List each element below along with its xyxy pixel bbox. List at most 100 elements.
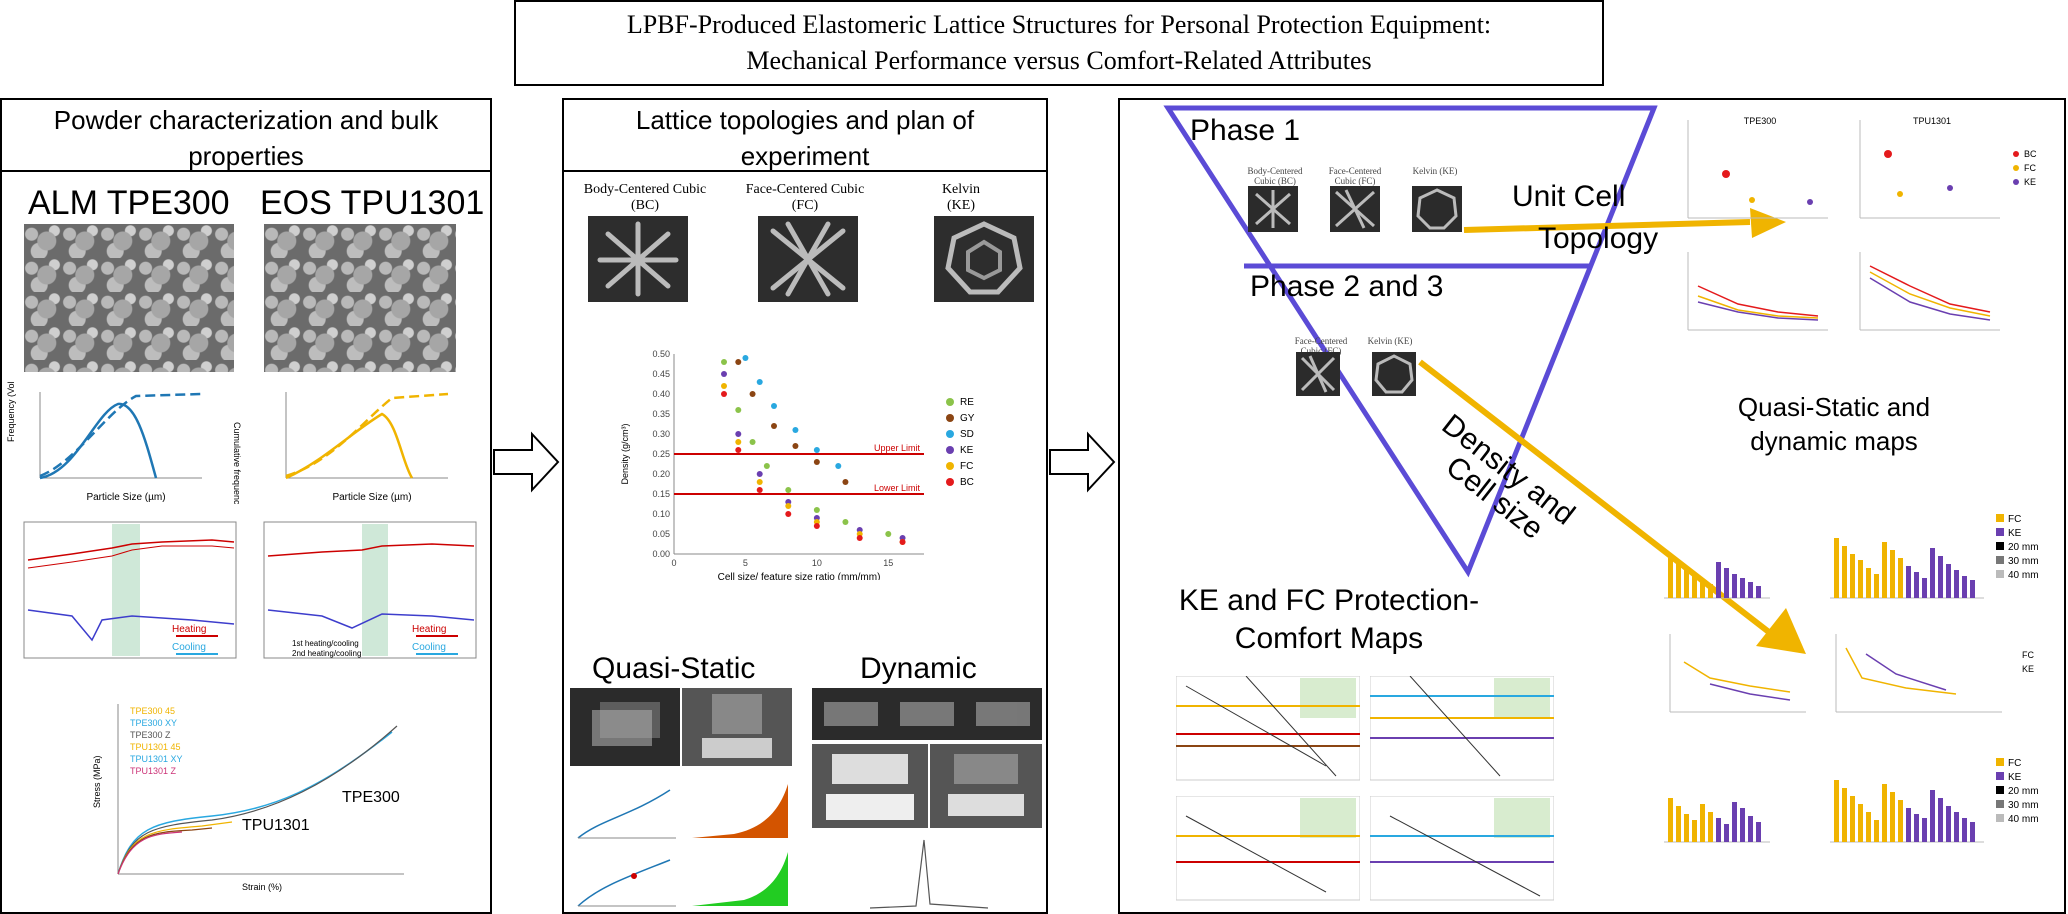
density-point-fc (785, 503, 792, 509)
density-point-gy (749, 391, 756, 397)
bar-legend-swatch (1996, 800, 2004, 808)
density-point-re (885, 531, 892, 537)
bar-mark (1692, 576, 1697, 598)
cell-fc-name: Face-Centered Cubic (745, 182, 865, 197)
bar-legend-label: 20 mm (2008, 786, 2039, 797)
bar-legend-swatch (1996, 528, 2004, 536)
bar-legend-label: 40 mm (2008, 570, 2039, 581)
density-point-re (842, 519, 849, 525)
protection-map-4 (1370, 796, 1554, 901)
bar-legend-label: 20 mm (2008, 542, 2039, 553)
dsc-legend1: 1st heating/cooling (292, 639, 359, 648)
bar-mark (1858, 560, 1863, 598)
bar-mark (1724, 824, 1729, 842)
density-point-sd (813, 447, 820, 453)
maps-title: KE and FC Protection- Comfort Maps (1174, 582, 1484, 658)
maps-title-line2: Comfort Maps (1234, 622, 1424, 655)
bar-mark (1890, 550, 1895, 598)
phase1-cell-fc-label: Face-Centered Cubic (FC) (1328, 166, 1382, 186)
dsc-chart-tpe: Heating Cooling (23, 521, 237, 659)
bar-mark (1882, 784, 1887, 842)
bar-mark (1938, 556, 1943, 598)
bar-legend-swatch (1996, 570, 2004, 578)
bar-mark (1970, 580, 1975, 598)
qs-curve-2 (692, 784, 788, 838)
density-point-sd (792, 427, 799, 433)
density-point-re (813, 507, 820, 513)
bar-mark (1930, 790, 1935, 842)
bar-mark (1700, 804, 1705, 842)
bar-mark (1756, 586, 1761, 598)
cell-fc-abbr: (FC) (791, 198, 819, 213)
panel-lattice-heading-line2: experiment (740, 141, 870, 171)
bar-mark (1954, 812, 1959, 842)
density-legend-marker (946, 478, 954, 486)
cell-label-fc: Face-Centered Cubic (FC) (730, 182, 880, 214)
density-point-gy (792, 443, 799, 449)
bar-mark (1890, 792, 1895, 842)
bar-mark (1874, 820, 1879, 842)
bar-legend-swatch (1996, 758, 2004, 766)
bar-mark (1914, 572, 1919, 598)
bar-legend-label: KE (2008, 772, 2022, 783)
phase1-cell-ke-label: Kelvin (KE) (1412, 166, 1458, 176)
qs-lattice-render (570, 688, 680, 766)
bar-mark (1668, 798, 1673, 842)
density-chart: 0.000.050.100.150.200.250.300.350.400.45… (620, 349, 975, 580)
bar-mark (1874, 574, 1879, 598)
panel-powder-heading: Powder characterization and bulk propert… (2, 100, 490, 172)
density-legend-label: KE (960, 445, 974, 456)
stress-strain-chart: Stress (MPa) Strain (%) TPE300 45 TPE300… (92, 704, 404, 892)
bar-mark (1962, 818, 1967, 842)
dsc-heating-tpe: Heating (172, 624, 206, 635)
density-legend-marker (946, 430, 954, 438)
psd-ylabel-tpe: Frequency (Vol %) (6, 382, 16, 442)
panel-lattice-heading: Lattice topologies and plan of experimen… (564, 100, 1046, 172)
bar-mark (1692, 820, 1697, 842)
qs-maps-title-line2: dynamic maps (1750, 426, 1918, 456)
cell-ke-name: Kelvin (941, 182, 981, 197)
compliance-a-title: TPE300 (1744, 116, 1777, 126)
stress-label-tpu: TPU1301 (242, 817, 310, 834)
compliance-line-b: FC KE (1835, 634, 2034, 713)
density-y-tick: 0.00 (652, 549, 670, 559)
stress-ylabel: Stress (MPa) (92, 755, 102, 808)
legend-fc: FC (2024, 163, 2036, 173)
legend-ke: KE (2024, 177, 2036, 187)
compliance-chart-b: TPU1301 BC FC KE (1859, 116, 2037, 219)
bar-legend-label: 30 mm (2008, 800, 2039, 811)
bar-mark (1724, 568, 1729, 598)
bar-legend-label: KE (2008, 528, 2022, 539)
qs-curve-4 (692, 852, 788, 906)
density-point-gy (813, 459, 820, 465)
psd-chart-tpu: Particle Size (µm) (285, 392, 449, 503)
bc-cell-image (588, 216, 688, 302)
psd-xlabel-tpe: Particle Size (µm) (86, 492, 165, 503)
stress-label-tpe: TPE300 (342, 789, 400, 806)
bar-mark (1858, 804, 1863, 842)
bar-legend-label: FC (2008, 758, 2021, 769)
compliance-chart-a: TPE300 (1687, 116, 1828, 219)
quasi-static-title: Quasi-Static (592, 652, 756, 685)
cell-label-ke: Kelvin (KE) (886, 182, 1036, 214)
qs-test-photo (682, 688, 792, 766)
density-point-sd (835, 463, 842, 469)
panel-powder: Powder characterization and bulk propert… (0, 98, 492, 914)
flow-arrow-1 (493, 431, 560, 493)
bar-mark (1850, 554, 1855, 598)
density-y-tick: 0.20 (652, 469, 670, 479)
density-x-tick: 5 (743, 558, 748, 568)
bar-legend-label: FC (2008, 514, 2021, 525)
bar-legend-swatch (1996, 556, 2004, 564)
fc-cell-image (758, 216, 858, 302)
bar-mark (1740, 578, 1745, 598)
bar-mark (1700, 580, 1705, 598)
material-left-label: ALM TPE300 (28, 184, 230, 222)
panel-results: Phase 1 Phase 2 and 3 Body-Centered Cubi… (1118, 98, 2066, 914)
bar-mark (1922, 578, 1927, 598)
legend-bc: BC (2024, 149, 2037, 159)
density-point-re (763, 463, 770, 469)
density-legend-label: RE (960, 397, 974, 408)
density-point-re (735, 407, 742, 413)
